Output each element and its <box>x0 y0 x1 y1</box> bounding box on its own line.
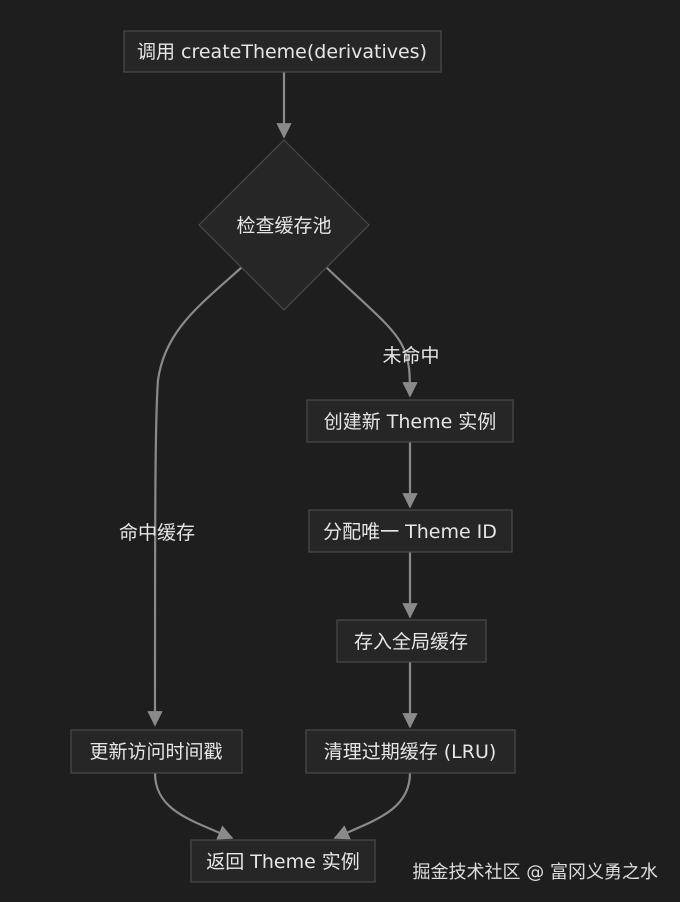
edge-update-to-return <box>153 772 234 840</box>
node-update: 更新访问时间戳 <box>70 729 243 774</box>
node-start: 调用 createTheme(derivatives) <box>123 30 442 73</box>
edge-cleanup-to-return <box>333 772 412 840</box>
edge-label-miss: 未命中 <box>382 345 439 367</box>
node-store: 存入全局缓存 <box>336 619 487 663</box>
edge-check-to-update <box>147 266 243 727</box>
node-check-label: 检查缓存池 <box>236 215 331 237</box>
edge-label-hit: 命中缓存 <box>119 522 195 544</box>
node-cleanup-label: 清理过期缓存 (LRU) <box>324 741 497 763</box>
node-check: 检查缓存池 <box>198 139 370 311</box>
edge-check-to-create <box>325 266 418 398</box>
edges <box>147 72 418 840</box>
node-cleanup: 清理过期缓存 (LRU) <box>305 729 516 774</box>
node-return: 返回 Theme 实例 <box>190 839 376 883</box>
node-return-label: 返回 Theme 实例 <box>206 851 360 873</box>
node-store-label: 存入全局缓存 <box>354 631 468 653</box>
node-create-label: 创建新 Theme 实例 <box>324 411 497 433</box>
node-create: 创建新 Theme 实例 <box>306 399 514 443</box>
node-start-label: 调用 createTheme(derivatives) <box>137 41 427 63</box>
watermark: 掘金技术社区 @ 富冈义勇之水 <box>412 862 658 883</box>
node-assign-label: 分配唯一 Theme ID <box>323 521 497 543</box>
node-update-label: 更新访问时间戳 <box>89 741 222 763</box>
node-assign: 分配唯一 Theme ID <box>308 509 513 553</box>
